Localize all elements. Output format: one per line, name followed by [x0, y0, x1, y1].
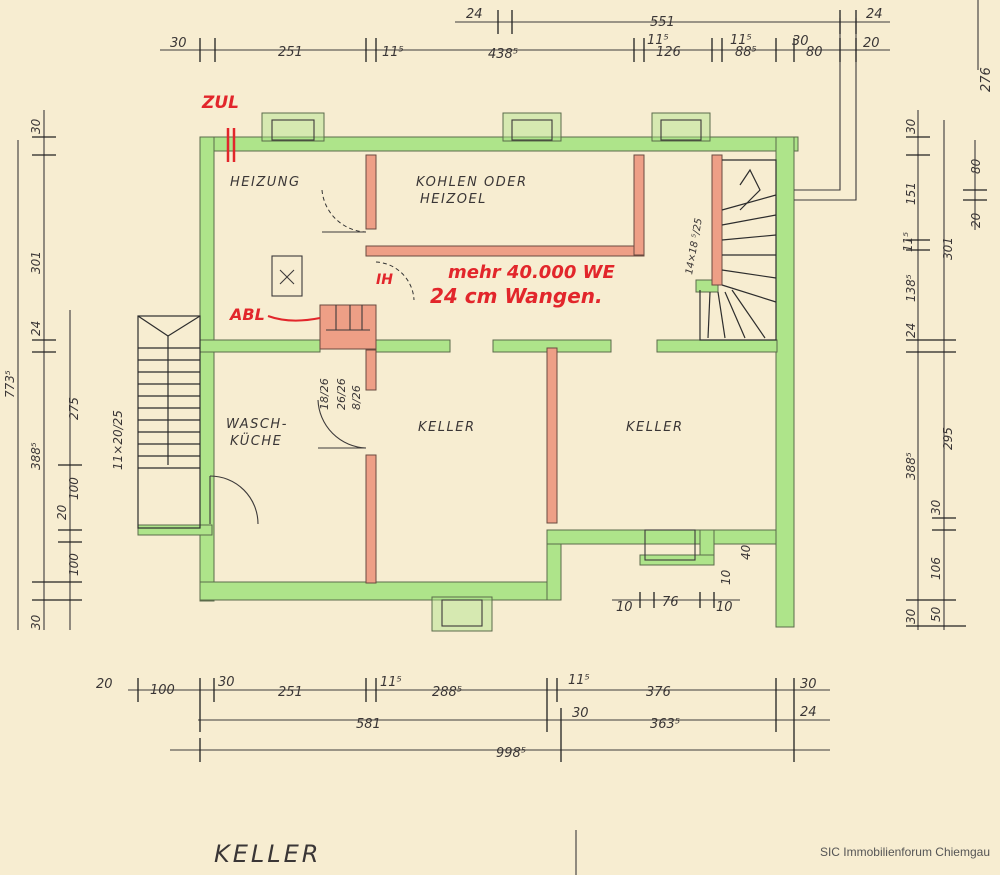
svg-text:40: 40: [739, 544, 753, 560]
svg-text:76: 76: [662, 595, 679, 610]
svg-text:80: 80: [969, 158, 983, 174]
label-kohlen: KOHLEN ODER: [416, 175, 528, 190]
dimension-left: 30 301 24 275 100 20 100 30 773⁵ 388⁵: [3, 110, 82, 630]
svg-text:50: 50: [929, 606, 943, 622]
svg-text:20: 20: [55, 504, 69, 520]
label-stair-right: 14×18 ⁵/25: [684, 217, 705, 275]
note-line-1: mehr 40.000 WE: [448, 262, 616, 283]
svg-text:30: 30: [904, 608, 918, 624]
light-wells: [261, 112, 711, 632]
svg-text:30: 30: [792, 34, 809, 49]
svg-text:581: 581: [356, 717, 381, 732]
label-keller-1: KELLER: [418, 420, 475, 435]
svg-text:998⁵: 998⁵: [496, 746, 526, 761]
svg-text:30: 30: [170, 36, 187, 51]
svg-text:251: 251: [278, 685, 303, 700]
svg-text:138⁵: 138⁵: [904, 274, 918, 302]
vent-ducts: [326, 305, 370, 331]
svg-text:275: 275: [67, 397, 81, 420]
dimension-bottom: 20 100 30 251 11⁵ 288⁵ 11⁵ 376 30 581 30…: [96, 544, 830, 762]
svg-text:388⁵: 388⁵: [904, 452, 918, 480]
svg-text:30: 30: [929, 499, 943, 515]
svg-text:276: 276: [979, 67, 994, 92]
svg-text:30: 30: [800, 677, 817, 692]
svg-text:20: 20: [863, 36, 880, 51]
door-swings: [209, 189, 415, 525]
svg-text:100: 100: [67, 553, 81, 576]
svg-text:11⁵: 11⁵: [647, 33, 669, 48]
label-heizung: HEIZUNG: [230, 175, 301, 190]
svg-text:106: 106: [929, 557, 943, 580]
room-labels: HEIZUNG KOHLEN ODER HEIZOEL WASCH- KÜCHE…: [226, 175, 683, 449]
plan-title: KELLER: [214, 840, 321, 868]
red-annotations: ZUL ABL IH mehr 40.000 WE 24 cm Wangen.: [201, 93, 616, 324]
svg-text:20: 20: [969, 212, 983, 228]
svg-text:30: 30: [29, 118, 43, 134]
label-ih: IH: [376, 272, 393, 288]
outer-outline-lines: [794, 18, 857, 201]
svg-text:11⁵: 11⁵: [380, 675, 402, 690]
svg-text:363⁵: 363⁵: [650, 717, 680, 732]
svg-text:10: 10: [716, 600, 733, 615]
label-zul: ZUL: [201, 93, 239, 113]
svg-text:30: 30: [29, 614, 43, 630]
svg-text:376: 376: [646, 685, 671, 700]
dimension-top: 30 251 11⁵ 438⁵ 11⁵ 126 11⁵ 88⁵ 30 80 20…: [160, 0, 994, 92]
svg-text:24: 24: [800, 705, 817, 720]
door-dim-3: 8/26: [350, 385, 363, 410]
svg-text:11⁵: 11⁵: [901, 232, 915, 252]
svg-text:10: 10: [719, 569, 733, 585]
svg-text:151: 151: [904, 182, 918, 205]
door-dim-2: 26/26: [335, 378, 348, 410]
exterior-walls: [137, 136, 799, 628]
svg-text:88⁵: 88⁵: [735, 45, 757, 60]
svg-text:24: 24: [29, 321, 43, 336]
interior-stair: [699, 159, 777, 341]
interior-walls: [319, 154, 723, 584]
svg-text:773⁵: 773⁵: [3, 370, 17, 398]
svg-text:10: 10: [616, 600, 633, 615]
svg-text:388⁵: 388⁵: [29, 442, 43, 470]
svg-text:11⁵: 11⁵: [568, 673, 590, 688]
note-line-2: 24 cm Wangen.: [430, 284, 603, 308]
svg-text:80: 80: [806, 45, 823, 60]
dimension-right: 30 151 11⁵ 138⁵ 24 295 30 106 50 30 301 …: [901, 110, 987, 630]
svg-text:30: 30: [572, 706, 589, 721]
svg-text:251: 251: [278, 45, 303, 60]
svg-text:24: 24: [866, 7, 883, 22]
watermark: SIC Immobilienforum Chiemgau: [819, 845, 990, 859]
exterior-stair: [137, 315, 201, 529]
label-heizoel: HEIZOEL: [420, 192, 487, 207]
label-keller-2: KELLER: [626, 420, 683, 435]
door-dim-1: 18/26: [318, 378, 331, 410]
svg-text:11⁵: 11⁵: [730, 33, 752, 48]
svg-text:301: 301: [941, 237, 955, 260]
boiler-symbol: [271, 255, 303, 297]
svg-text:30: 30: [218, 675, 235, 690]
svg-text:288⁵: 288⁵: [432, 685, 462, 700]
svg-text:100: 100: [150, 683, 175, 698]
label-waschkueche-1: WASCH-: [226, 417, 288, 432]
label-stair-left: 11×20/25: [111, 410, 125, 470]
svg-text:551: 551: [650, 15, 675, 30]
label-waschkueche-2: KÜCHE: [230, 432, 282, 449]
svg-text:438⁵: 438⁵: [488, 47, 518, 62]
svg-text:301: 301: [29, 251, 43, 274]
svg-text:20: 20: [96, 677, 113, 692]
svg-text:24: 24: [466, 7, 483, 22]
svg-text:126: 126: [656, 45, 681, 60]
svg-text:295: 295: [941, 427, 955, 450]
svg-text:30: 30: [904, 118, 918, 134]
svg-text:24: 24: [904, 323, 918, 338]
svg-text:11⁵: 11⁵: [382, 45, 404, 60]
svg-text:100: 100: [67, 477, 81, 500]
label-abl: ABL: [228, 305, 265, 324]
